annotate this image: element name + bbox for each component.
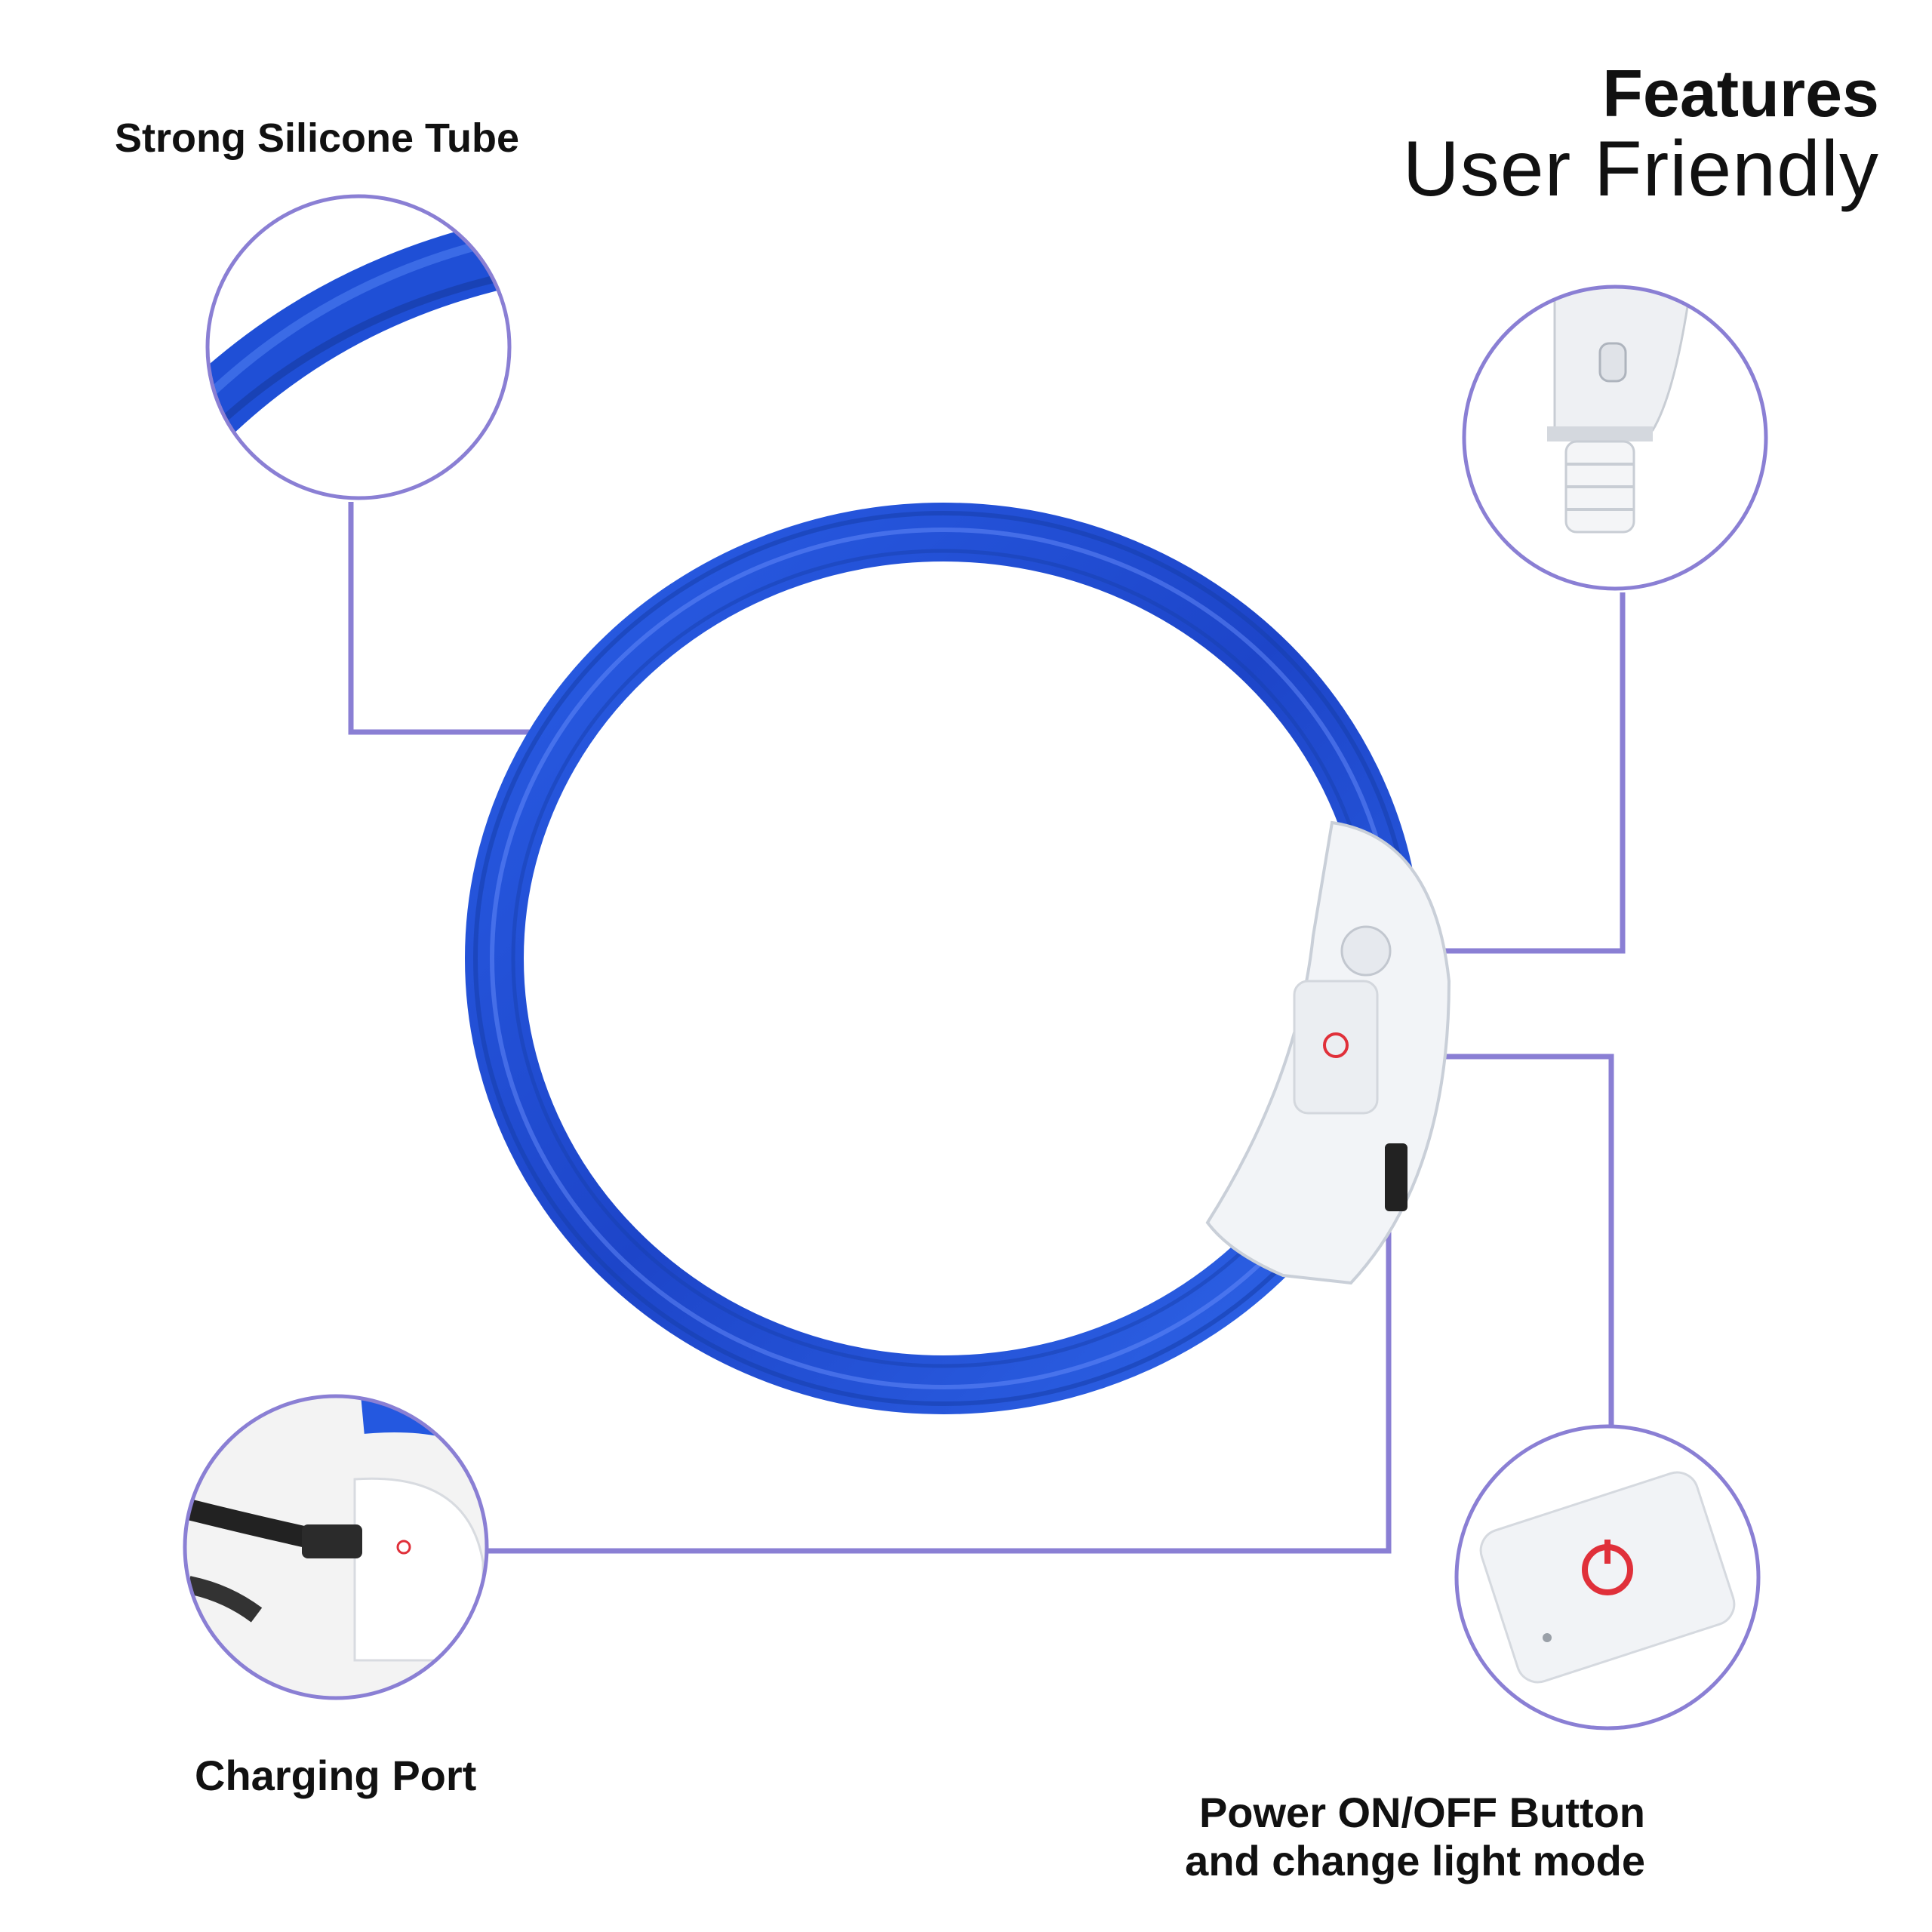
control-housing — [1205, 820, 1451, 1285]
power-icon — [1323, 1032, 1349, 1058]
zoom-port — [183, 1394, 489, 1700]
connector-port — [487, 1215, 1392, 1554]
page-title: Features — [1602, 56, 1879, 131]
zoom-button — [1462, 285, 1768, 591]
housing-button — [1340, 925, 1392, 977]
connector-tube — [348, 502, 543, 735]
callout-power-line1: Power ON/OFF Button — [1198, 1789, 1645, 1836]
header: Features User Friendly — [1402, 56, 1879, 213]
zoom-power — [1454, 1424, 1761, 1730]
power-pad — [1293, 980, 1379, 1115]
page-subtitle: User Friendly — [1402, 125, 1879, 213]
callout-power-line2: and change light mode — [1185, 1837, 1645, 1884]
led-collar — [465, 503, 1451, 1414]
connector-button — [1366, 592, 1626, 954]
zoom-tube — [205, 194, 512, 500]
callout-port-label: Charging Port — [195, 1752, 477, 1799]
callout-tube-label: Strong Silicone Tube — [115, 115, 520, 161]
callout-power-label: Power ON/OFF Button and change light mod… — [1185, 1789, 1645, 1885]
